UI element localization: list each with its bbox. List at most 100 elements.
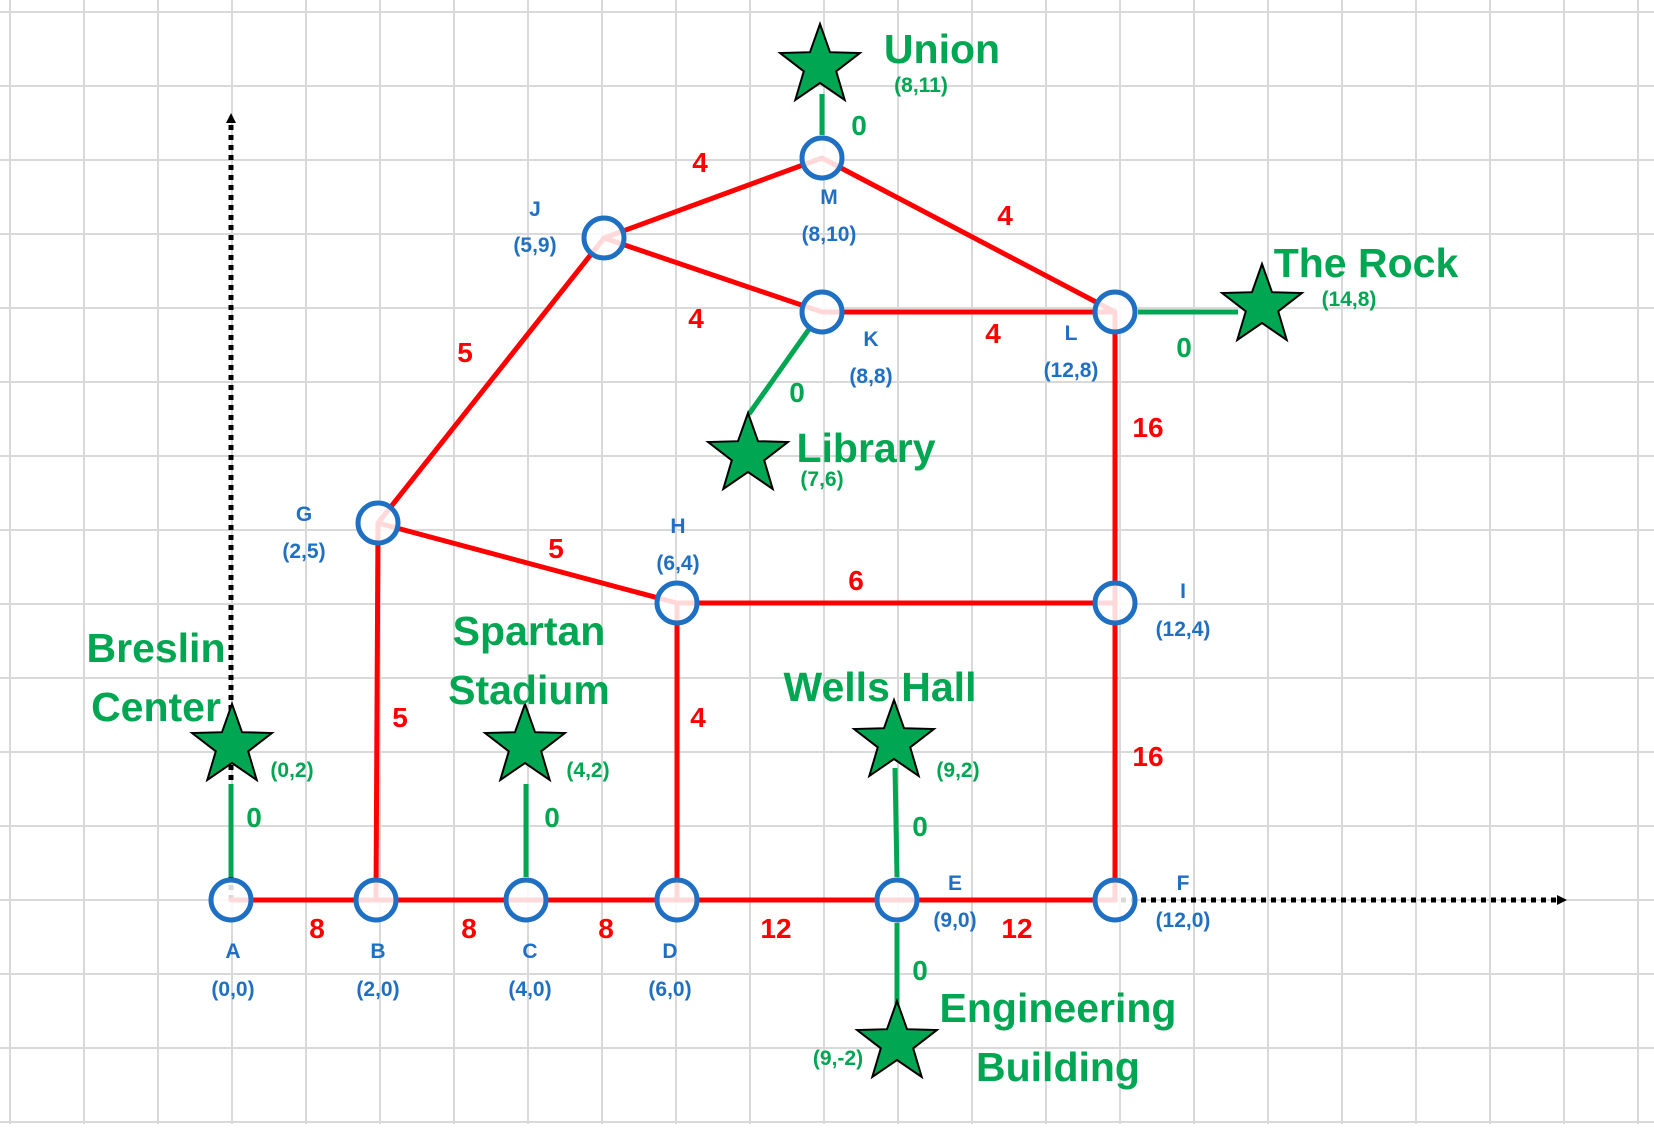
node-label-m: M [820,186,838,209]
node-coord-c: (4,0) [508,978,551,1001]
node-f [1092,877,1138,923]
node-coord-b: (2,0) [356,978,399,1001]
node-coord-e: (9,0) [933,909,976,932]
edge-weight-k-l: 4 [985,318,1001,349]
node-h [654,580,700,626]
star-icon-rock [1219,261,1305,343]
place-connectors: 0 0 0 0 0 0 0 [228,94,1238,1005]
node-l [1092,289,1138,335]
place-coord-engineering: (9,-2) [813,1047,863,1070]
connector-weight-rock: 0 [1176,332,1192,363]
node-i [1092,580,1138,626]
place-label-rock: The Rock [1274,240,1459,286]
node-label-j: J [529,198,541,221]
node-a [208,877,254,923]
star-icon-wells [851,697,937,779]
place-coord-union: (8,11) [894,74,948,97]
connector-weight-union: 0 [851,110,867,141]
connector-weight-wells: 0 [912,811,928,842]
node-d [654,877,700,923]
node-label-f: F [1177,872,1190,895]
nodes: A (0,0) B (2,0) C (4,0) D (6,0) E (9,0) F (12,0) G (2… [208,135,1211,1001]
node-label-c: C [522,940,537,963]
node-label-d: D [662,940,677,963]
node-label-a: A [225,940,240,963]
node-j [581,215,627,261]
node-coord-l: (12,8) [1044,359,1099,382]
place-label-library: Library [797,425,936,471]
connector-weight-breslin: 0 [246,802,262,833]
star-icon-library [705,410,791,492]
edge-g-j [375,235,607,526]
node-coord-m: (8,10) [802,223,857,246]
edge-weight-j-m: 4 [692,147,708,178]
edge-g-h [375,520,680,606]
node-coord-f: (12,0) [1156,909,1211,932]
node-label-i: I [1180,580,1186,603]
edge-weight-a-b: 8 [309,913,325,944]
edge-weight-c-d: 8 [598,913,614,944]
edge-weight-b-g: 5 [392,702,408,733]
node-coord-j: (5,9) [513,234,556,257]
edge-j-k [601,235,825,315]
place-label-engineering: Building [976,1044,1140,1090]
place-coord-stadium: (4,2) [566,759,609,782]
node-label-b: B [370,940,385,963]
edge-weight-d-h: 4 [690,702,706,733]
node-coord-k: (8,8) [849,365,892,388]
node-label-g: G [296,503,312,526]
place-label-wells: Wells Hall [784,664,977,710]
node-m [799,135,845,181]
place-label-breslin: Breslin [87,625,226,671]
edges: 8 8 8 12 12 5 5 5 4 6 16 16 4 4 4 4 [228,147,1164,944]
star-icon-stadium [482,701,568,783]
place-label-union: Union [884,26,1000,72]
node-label-e: E [948,872,962,895]
node-coord-g: (2,5) [282,540,325,563]
edge-weight-d-e: 12 [760,913,791,944]
place-label-stadium: Stadium [448,667,610,713]
edge-b-g [373,520,381,903]
edge-weight-f-i: 16 [1132,741,1163,772]
node-label-h: H [670,515,685,538]
connector-library [746,323,815,416]
connector-wells [892,767,900,878]
place-coord-library: (7,6) [800,468,843,491]
connector-weight-engineering: 0 [912,955,928,986]
place-coord-breslin: (0,2) [270,759,313,782]
edge-weight-j-k: 4 [688,303,704,334]
edge-weight-e-f: 12 [1001,913,1032,944]
place-label-breslin: Center [91,684,221,730]
node-b [353,877,399,923]
edge-weight-m-l: 4 [997,200,1013,231]
connector-weight-stadium: 0 [544,802,560,833]
edge-j-m [601,155,825,241]
star-icon-engineering [854,998,940,1080]
node-label-k: K [863,328,878,351]
edge-weight-b-c: 8 [461,913,477,944]
place-label-engineering: Engineering [940,985,1177,1031]
node-coord-i: (12,4) [1156,618,1211,641]
node-g [355,500,401,546]
place-coord-wells: (9,2) [936,759,979,782]
node-label-l: L [1065,322,1078,345]
place-coord-rock: (14,8) [1322,288,1377,311]
node-k [799,289,845,335]
edge-m-l [819,155,1118,315]
node-e [874,877,920,923]
edge-weight-g-h: 5 [548,533,564,564]
edge-weight-i-l: 16 [1132,412,1163,443]
edge-weight-g-j: 5 [457,337,473,368]
place-label-stadium: Spartan [453,608,606,654]
node-coord-d: (6,0) [648,978,691,1001]
connector-weight-library: 0 [789,377,805,408]
node-coord-h: (6,4) [656,552,699,575]
star-icon-union [777,21,863,103]
star-icon-breslin [189,701,275,783]
node-coord-a: (0,0) [211,978,254,1001]
edge-weight-h-i: 6 [848,565,864,596]
node-c [503,877,549,923]
